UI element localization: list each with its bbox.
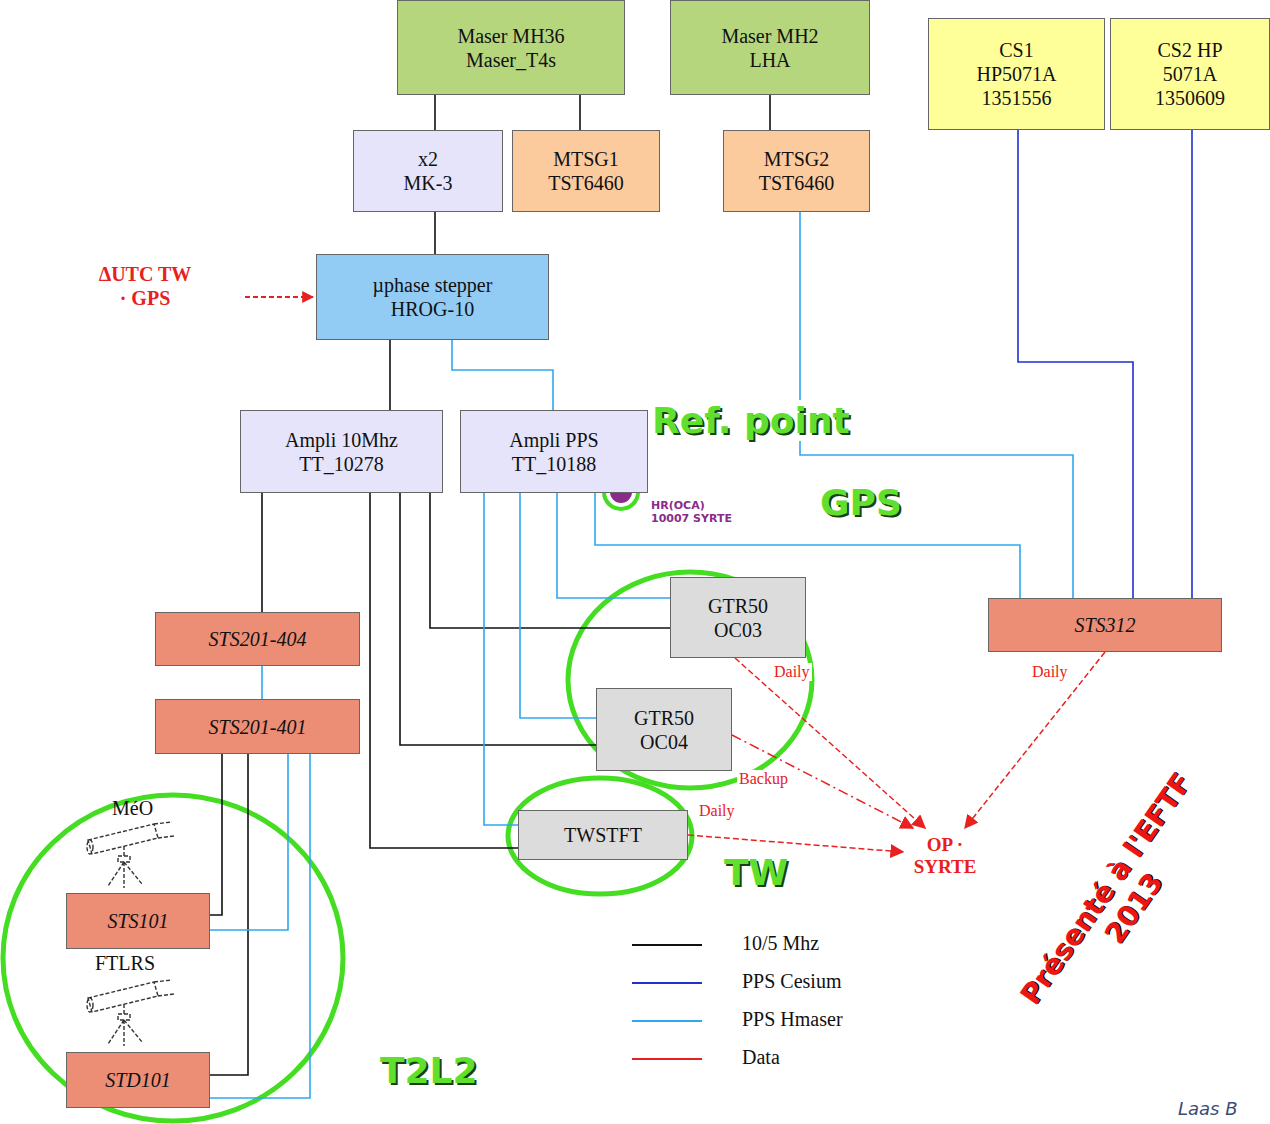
legend-text: PPS Cesium: [742, 970, 841, 993]
event-timer-box: STS201-404: [155, 612, 360, 666]
box-text: MTSG1 TST6460: [536, 147, 636, 195]
telescope-label: FTLRS: [95, 952, 155, 975]
signal-wire: [579, 95, 581, 130]
cesium-clock-box: CS1 HP5071A 1351556: [928, 18, 1105, 130]
highlight-circle: [3, 795, 343, 1121]
author-label: Laas B: [1178, 1098, 1238, 1119]
phase-stepper-box: µphase stepper HROG-10: [316, 254, 549, 340]
signal-wire: [1191, 130, 1193, 598]
signal-wire: [769, 95, 771, 130]
data-arrow: [965, 652, 1105, 828]
monitor-box: MTSG2 TST6460: [723, 130, 870, 212]
edge-label: Daily: [1030, 663, 1070, 681]
receiver-box: GTR50 OC04: [596, 688, 732, 771]
correction-input-label: ΔUTC TW · GPS: [95, 262, 195, 310]
event-timer-box: STD101: [66, 1052, 210, 1108]
callout-label: TW: [722, 852, 790, 893]
cesium-clock-box: CS2 HP 5071A 1350609: [1110, 18, 1270, 130]
legend-sample: [632, 982, 702, 984]
telescope-symbol: [87, 980, 174, 1046]
signal-wire: [261, 666, 263, 699]
watermark: Présenté à l'EFTF 2013: [989, 732, 1251, 1065]
box-text: STD101: [105, 1068, 171, 1092]
box-text: Ampli 10Mhz TT_10278: [277, 428, 407, 476]
box-text: µphase stepper HROG-10: [353, 273, 513, 321]
signal-wire: [210, 754, 222, 915]
telescope-label: MéO: [112, 797, 153, 820]
highlight-circle: [508, 778, 692, 894]
box-text: OP · SYRTE: [910, 834, 980, 878]
box-text: MTSG2 TST6460: [747, 147, 847, 195]
box-text: x2 MK-3: [398, 147, 458, 195]
signal-wire: [400, 493, 596, 745]
event-timer-box: STS312: [988, 598, 1222, 652]
signal-wire: [210, 754, 248, 1075]
signal-wire: [430, 493, 670, 628]
legend-sample: [632, 944, 702, 946]
box-text: GTR50 OC03: [696, 594, 781, 642]
box-text: Ampli PPS TT_10188: [494, 428, 614, 476]
signal-wire: [452, 340, 553, 410]
box-text: STS312: [1074, 613, 1135, 637]
box-text: Maser MH36 Maser_T4s: [441, 24, 581, 72]
callout-label: GPS: [818, 482, 904, 523]
signal-wire: [210, 754, 288, 930]
callout-label: T2L2: [378, 1050, 480, 1091]
data-arrow: [732, 735, 913, 828]
legend-sample: [632, 1058, 702, 1060]
signal-wire: [434, 212, 436, 254]
signal-wire: [1018, 130, 1133, 598]
modem-box: TWSTFT: [518, 810, 688, 860]
data-arrow: [735, 658, 925, 828]
receiver-box: GTR50 OC03: [670, 577, 806, 658]
edge-label: Daily: [772, 663, 812, 681]
data-arrow: [688, 835, 903, 852]
legend-sample: [632, 1020, 702, 1022]
callout-label: Ref. point: [650, 400, 852, 441]
edge-label: Daily: [697, 802, 737, 820]
telescope-symbol: [87, 822, 174, 888]
signal-wire: [595, 493, 1020, 598]
amplifier-box: Ampli PPS TT_10188: [460, 410, 648, 493]
signal-wire: [389, 340, 391, 410]
box-text: STS201-401: [209, 715, 307, 739]
input-arrow: [245, 296, 313, 298]
signal-wire: [520, 493, 596, 718]
box-text: STS201-404: [209, 627, 307, 651]
event-timer-box: STS201-401: [155, 699, 360, 754]
reference-label: HR(OCA) 10007 SYRTE: [651, 500, 733, 525]
signal-wire: [484, 493, 518, 825]
amplifier-box: Ampli 10Mhz TT_10278: [240, 410, 443, 493]
signal-wire: [210, 754, 310, 1098]
box-text: GTR50 OC04: [622, 706, 707, 754]
box-text: STS101: [107, 909, 168, 933]
maser-box: Maser MH36 Maser_T4s: [397, 0, 625, 95]
event-timer-box: STS101: [66, 893, 210, 949]
signal-wire: [434, 95, 436, 130]
legend-text: PPS Hmaser: [742, 1008, 843, 1031]
box-text: CS2 HP 5071A 1350609: [1143, 38, 1238, 110]
multiplier-box: x2 MK-3: [353, 130, 503, 212]
destination-label: OP · SYRTE: [903, 828, 987, 884]
edge-label: Backup: [737, 770, 790, 788]
legend-text: Data: [742, 1046, 780, 1069]
box-text: Maser MH2 LHA: [715, 24, 825, 72]
box-text: CS1 HP5071A 1351556: [969, 38, 1064, 110]
signal-wire: [261, 493, 263, 612]
box-text: TWSTFT: [564, 823, 642, 847]
monitor-box: MTSG1 TST6460: [512, 130, 660, 212]
highlight-circle: [568, 572, 812, 788]
legend-text: 10/5 Mhz: [742, 932, 819, 955]
signal-wire: [370, 493, 518, 848]
maser-box: Maser MH2 LHA: [670, 0, 870, 95]
